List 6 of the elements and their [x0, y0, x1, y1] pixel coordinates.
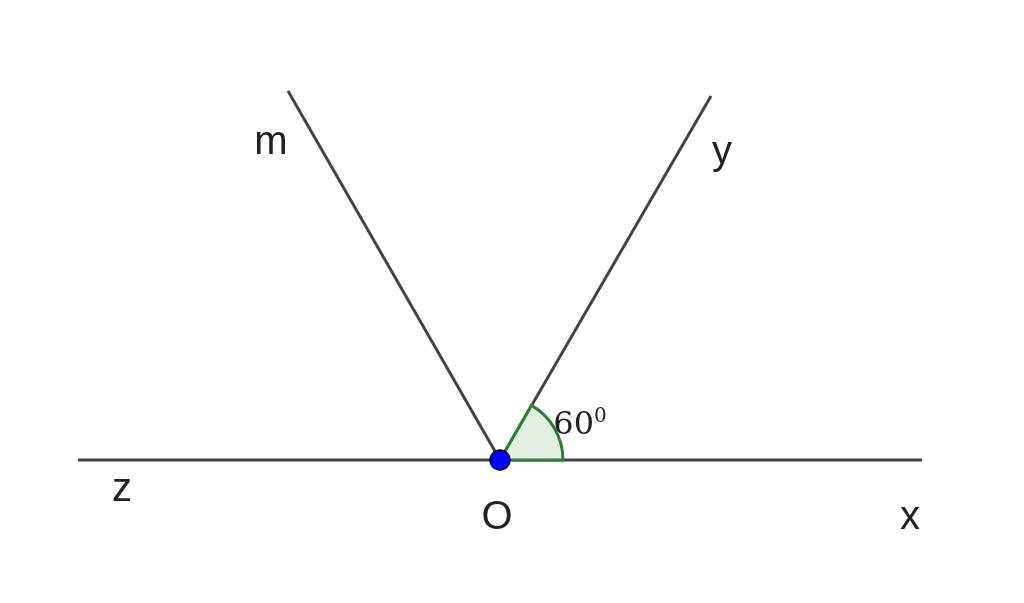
angle-label: 60$^{0}$	[553, 405, 607, 439]
ray-label: y	[712, 130, 732, 170]
point-label: O	[481, 495, 513, 535]
ray-label: x	[900, 495, 920, 535]
ray-label: m	[254, 120, 288, 160]
ray-label: z	[112, 467, 132, 507]
